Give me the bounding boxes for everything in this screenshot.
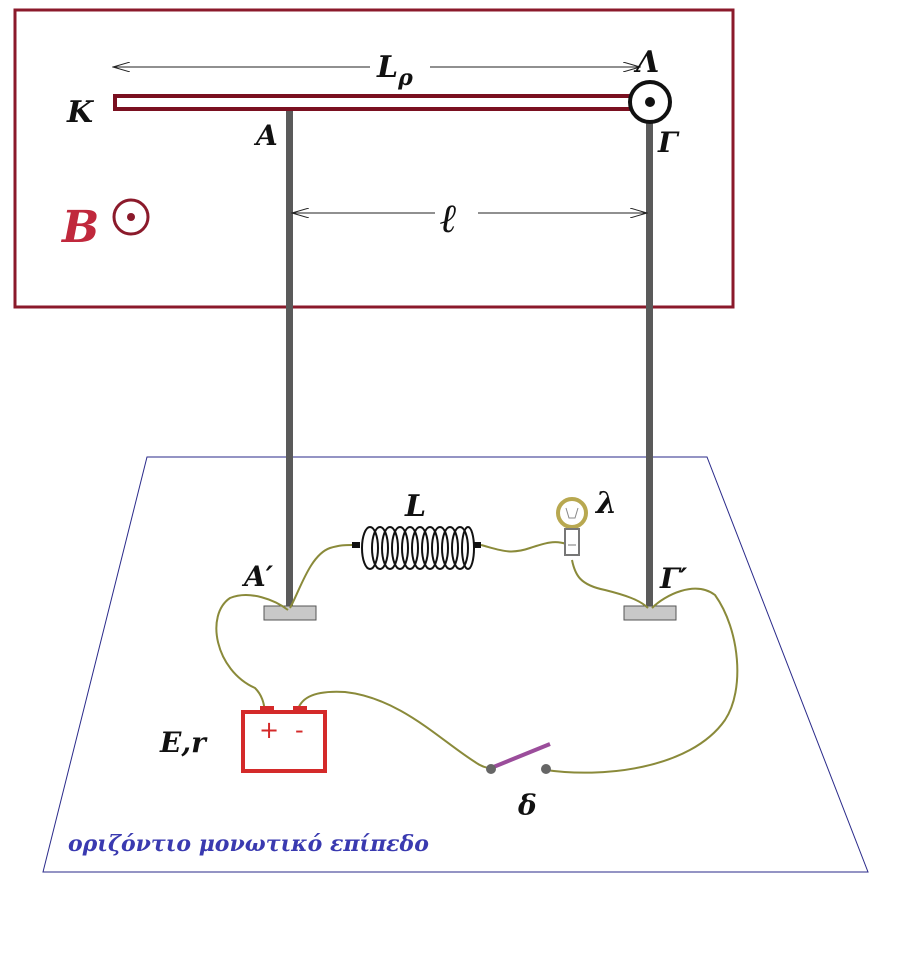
pivot-dot-icon	[645, 97, 655, 107]
magnetic-field-region	[13, 8, 735, 309]
base-Gamma-prime	[623, 605, 677, 621]
inductor-coil	[352, 526, 481, 570]
plane-caption: οριζόντιο μονωτικό επίπεδο	[68, 831, 429, 857]
rail-A	[286, 110, 293, 610]
label-K: K	[66, 95, 95, 130]
label-switch-delta: δ	[517, 789, 537, 822]
label-Lambda: Λ	[633, 45, 659, 80]
base-A-prime	[263, 605, 317, 621]
switch	[486, 742, 551, 774]
label-B: B	[60, 202, 99, 253]
label-battery-Er: E,r	[159, 726, 208, 759]
label-L-rho: Lρ	[376, 50, 413, 91]
rail-Gamma	[646, 115, 653, 610]
lamp-bulb-icon	[556, 497, 588, 556]
label-Gamma-prime: Γ′	[659, 562, 688, 595]
label-plus: +	[259, 716, 279, 744]
label-ell: ℓ	[440, 195, 457, 242]
insulating-plane	[42, 456, 869, 873]
label-A-prime: A′	[241, 560, 274, 593]
wire-coil-to-lamp	[480, 541, 567, 553]
battery	[241, 706, 327, 773]
wire-switch-to-Gammaprime	[545, 587, 739, 774]
wire-lamp-to-Gammaprime	[571, 559, 649, 609]
label-coil-L: L	[404, 489, 426, 524]
label-Gamma: Γ	[657, 126, 680, 159]
wire-Aprime-to-coil	[289, 544, 353, 609]
label-minus: -	[295, 716, 304, 744]
rod-K-Lambda	[113, 94, 637, 111]
label-A: A	[253, 119, 278, 152]
label-lamp-lambda: λ	[594, 486, 617, 521]
B-dot-icon	[127, 213, 135, 221]
wire-battery-to-switch	[296, 690, 492, 769]
wire-Aprime-to-battery	[215, 594, 289, 713]
